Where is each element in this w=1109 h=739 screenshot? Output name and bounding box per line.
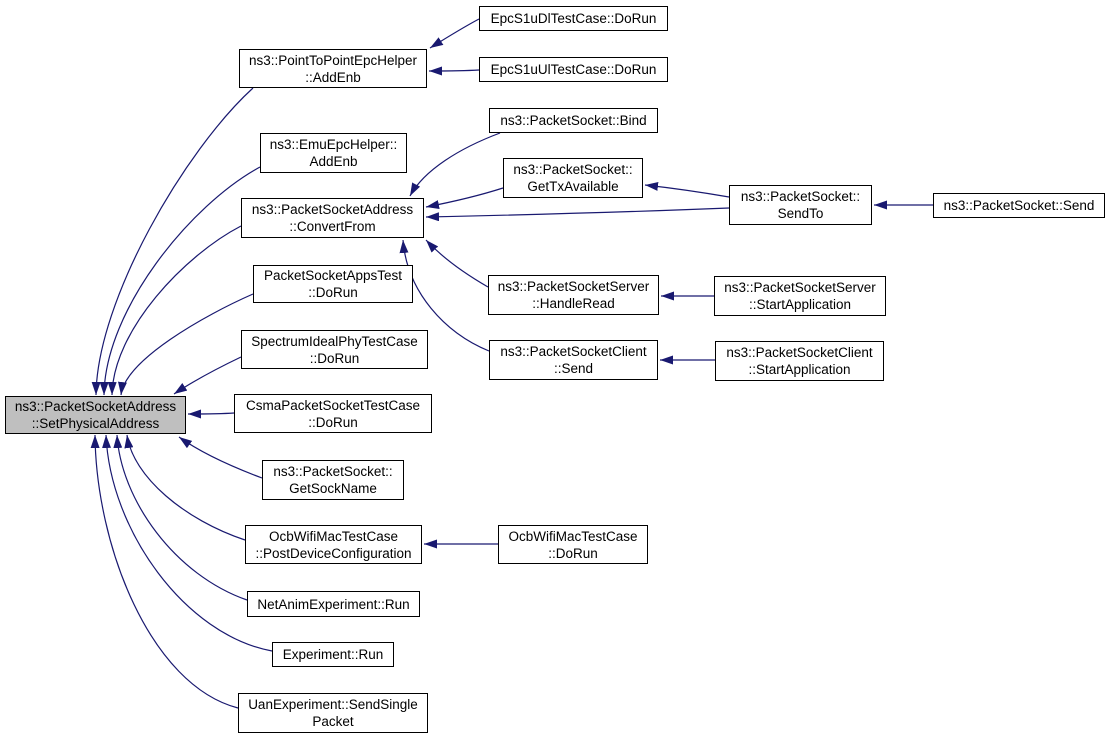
- call-edge-appstest-dorun-to-main: [118, 293, 254, 396]
- call-edge-sendto-to-convertfrom: [425, 207, 730, 222]
- graph-node-packetsocket-send[interactable]: ns3::PacketSocket::Send: [933, 193, 1105, 218]
- call-edge-packetsocket-bind-to-convertfrom: [409, 132, 501, 197]
- graph-node-ocb-dorun[interactable]: OcbWifiMacTestCase ::DoRun: [498, 525, 648, 564]
- graph-node-epcs1uul-dorun[interactable]: EpcS1uUlTestCase::DoRun: [479, 57, 668, 82]
- call-edge-getsockname-to-main: [178, 436, 263, 479]
- graph-node-netanim-run[interactable]: NetAnimExperiment::Run: [247, 591, 420, 617]
- graph-node-packetsocket-bind[interactable]: ns3::PacketSocket::Bind: [489, 108, 658, 133]
- graph-node-main: ns3::PacketSocketAddress ::SetPhysicalAd…: [5, 396, 186, 434]
- graph-node-label: SpectrumIdealPhyTestCase ::DoRun: [251, 333, 418, 366]
- graph-node-label: UanExperiment::SendSingle Packet: [248, 697, 418, 729]
- graph-node-label: ns3::PacketSocketClient ::StartApplicati…: [726, 345, 873, 377]
- graph-node-emuepc-addenb[interactable]: ns3::EmuEpcHelper:: AddEnb: [260, 133, 407, 173]
- graph-node-label: ns3::PacketSocket:: GetSockName: [273, 464, 393, 496]
- graph-node-sendto[interactable]: ns3::PacketSocket:: SendTo: [729, 185, 872, 225]
- graph-node-label: ns3::PacketSocket::Bind: [500, 113, 647, 128]
- graph-node-gettxavailable[interactable]: ns3::PacketSocket:: GetTxAvailable: [503, 158, 643, 198]
- graph-node-p2p-addenb[interactable]: ns3::PointToPointEpcHelper ::AddEnb: [239, 49, 427, 88]
- graph-node-label: Experiment::Run: [282, 647, 384, 662]
- graph-node-label: EpcS1uUlTestCase::DoRun: [490, 62, 657, 77]
- graph-node-label: EpcS1uDlTestCase::DoRun: [490, 11, 657, 26]
- graph-node-label: OcbWifiMacTestCase ::PostDeviceConfigura…: [255, 528, 412, 561]
- graph-node-handleread[interactable]: ns3::PacketSocketServer ::HandleRead: [488, 275, 659, 315]
- call-edge-postdeviceconfig-to-main: [124, 434, 246, 541]
- graph-node-convertfrom[interactable]: ns3::PacketSocketAddress ::ConvertFrom: [241, 198, 424, 238]
- graph-node-label: CsmaPacketSocketTestCase ::DoRun: [245, 397, 421, 430]
- call-edge-client-send-to-convertfrom: [399, 239, 490, 352]
- graph-node-csma-dorun[interactable]: CsmaPacketSocketTestCase ::DoRun: [234, 394, 432, 433]
- call-edge-convertfrom-to-main: [107, 225, 242, 396]
- graph-node-label: ns3::PacketSocket:: SendTo: [740, 189, 861, 221]
- call-edge-handleread-to-convertfrom: [425, 239, 489, 288]
- call-edge-gettxavailable-to-convertfrom: [425, 187, 504, 209]
- graph-node-client-startapplication[interactable]: ns3::PacketSocketClient ::StartApplicati…: [715, 341, 884, 381]
- graph-node-server-startapplication[interactable]: ns3::PacketSocketServer ::StartApplicati…: [714, 276, 886, 316]
- graph-node-client-send[interactable]: ns3::PacketSocketClient ::Send: [489, 340, 658, 380]
- graph-node-label: ns3::PacketSocketAddress ::SetPhysicalAd…: [14, 399, 177, 431]
- graph-node-label: ns3::EmuEpcHelper:: AddEnb: [269, 137, 398, 169]
- graph-node-spectrum-dorun[interactable]: SpectrumIdealPhyTestCase ::DoRun: [241, 330, 428, 369]
- graph-node-postdeviceconfig[interactable]: OcbWifiMacTestCase ::PostDeviceConfigura…: [245, 525, 422, 564]
- graph-node-label: NetAnimExperiment::Run: [257, 596, 410, 612]
- graph-node-label: PacketSocketAppsTest ::DoRun: [263, 268, 403, 300]
- graph-node-label: ns3::PointToPointEpcHelper ::AddEnb: [248, 52, 418, 85]
- call-edge-uan-sendsingle-to-main: [90, 434, 239, 709]
- graph-node-label: ns3::PacketSocket:: GetTxAvailable: [513, 162, 633, 194]
- call-edge-emuepc-addenb-to-main: [99, 166, 261, 396]
- graph-node-label: ns3::PacketSocketServer ::HandleRead: [497, 279, 650, 311]
- graph-node-label: ns3::PacketSocketAddress ::ConvertFrom: [251, 202, 414, 234]
- call-edge-epcs1uul-dorun-to-p2p-addenb: [428, 66, 480, 76]
- call-edge-sendto-to-gettxavailable: [644, 181, 730, 198]
- graph-node-experiment-run[interactable]: Experiment::Run: [272, 642, 394, 667]
- graph-node-label: ns3::PacketSocketClient ::Send: [500, 344, 647, 376]
- call-edge-netanim-run-to-main: [113, 434, 248, 601]
- call-edge-epcs1udl-dorun-to-p2p-addenb: [429, 18, 480, 49]
- graph-node-epcs1udl-dorun[interactable]: EpcS1uDlTestCase::DoRun: [479, 6, 668, 31]
- graph-node-label: ns3::PacketSocketServer ::StartApplicati…: [724, 280, 876, 312]
- graph-node-label: OcbWifiMacTestCase ::DoRun: [508, 528, 638, 561]
- call-edge-spectrum-dorun-to-main: [173, 356, 242, 395]
- call-edge-csma-dorun-to-main: [187, 409, 235, 419]
- graph-node-uan-sendsingle[interactable]: UanExperiment::SendSingle Packet: [238, 693, 428, 733]
- graph-node-getsockname[interactable]: ns3::PacketSocket:: GetSockName: [262, 460, 404, 500]
- graph-node-appstest-dorun[interactable]: PacketSocketAppsTest ::DoRun: [253, 265, 413, 303]
- call-edge-p2p-addenb-to-main: [91, 87, 254, 396]
- call-edge-experiment-run-to-main: [102, 434, 273, 652]
- graph-node-label: ns3::PacketSocket::Send: [943, 198, 1095, 213]
